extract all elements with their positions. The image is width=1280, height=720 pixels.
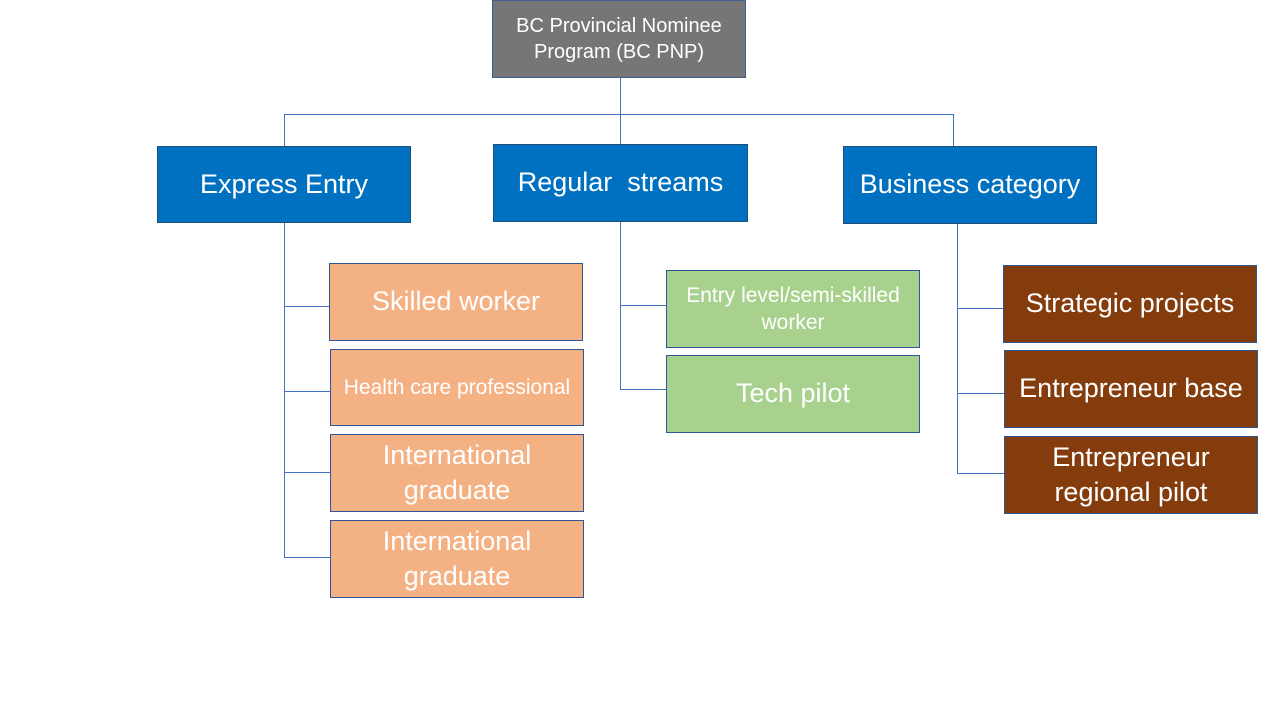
node-entry-level-semi-skilled-worker: Entry level/semi-skilled worker [666, 270, 920, 348]
node-health-care-professional: Health care professional [330, 349, 584, 426]
node-label: Tech pilot [735, 378, 851, 409]
node-strategic-projects: Strategic projects [1003, 265, 1257, 343]
category-label: Express Entry [199, 168, 369, 199]
category-business-category: Business category [843, 146, 1097, 224]
node-entrepreneur-base: Entrepreneur base [1004, 350, 1258, 428]
node-label: Health care professional [343, 375, 571, 399]
node-tech-pilot: Tech pilot [666, 355, 920, 433]
node-entrepreneur-regional-pilot: Entrepreneur regional pilot [1004, 436, 1258, 514]
node-label: Strategic projects [1025, 288, 1235, 319]
node-international-graduate: International graduate [330, 434, 584, 512]
category-regular-streams: Regular streams [493, 144, 748, 222]
category-label: Regular streams [517, 167, 724, 198]
root-node: BC Provincial Nominee Program (BC PNP) [492, 0, 746, 78]
node-label: Skilled worker [371, 286, 541, 317]
node-label: Entry level/semi-skilled worker [686, 283, 900, 334]
node-skilled-worker: Skilled worker [329, 263, 583, 341]
category-label: Business category [859, 169, 1081, 200]
root-node-label: BC Provincial Nominee Program (BC PNP) [516, 15, 722, 63]
node-label: International graduate [382, 525, 532, 591]
node-label: Entrepreneur base [1019, 373, 1243, 404]
node-label: Entrepreneur regional pilot [1052, 441, 1210, 507]
category-express-entry: Express Entry [157, 146, 411, 223]
node-label: International graduate [382, 439, 532, 505]
node-international-graduate-2: International graduate [330, 520, 584, 598]
